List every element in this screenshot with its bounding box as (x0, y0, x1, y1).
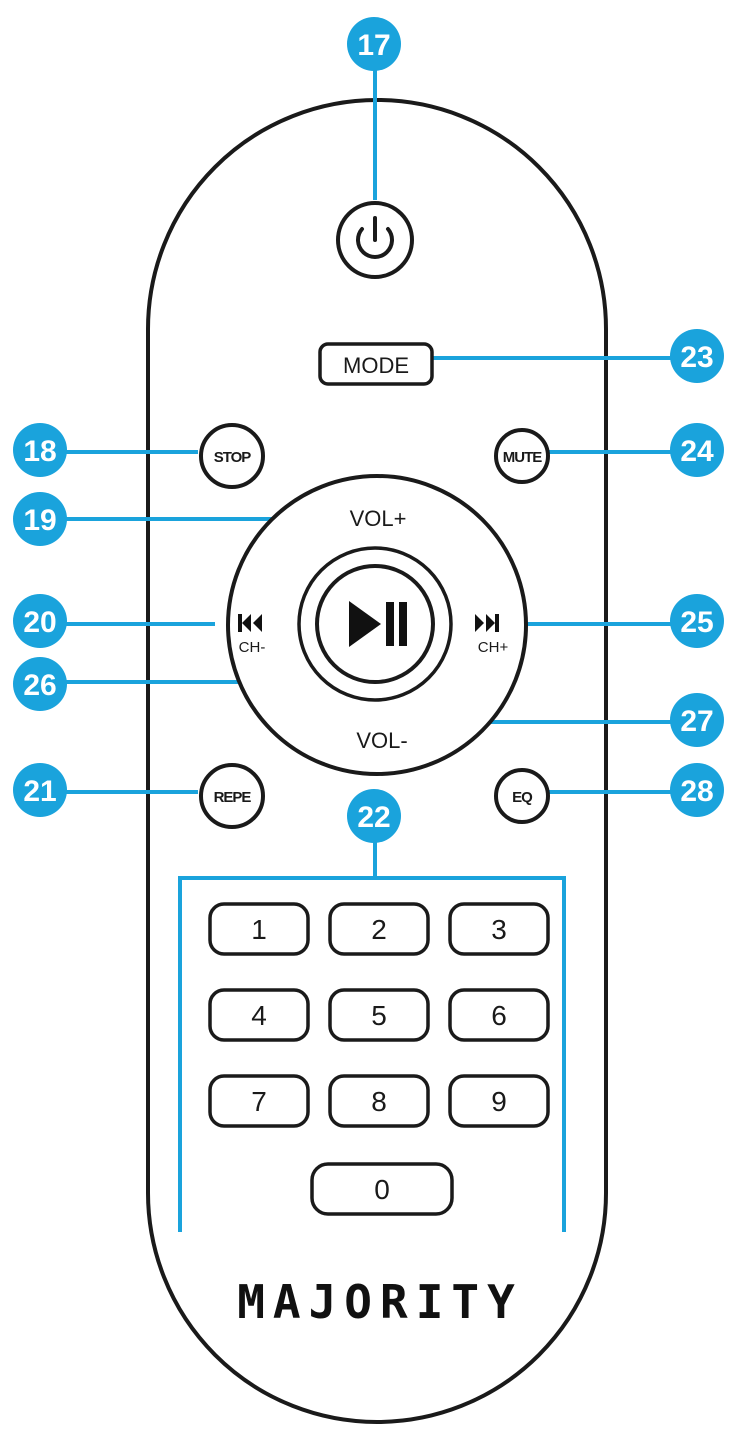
callout-25: 25 (670, 594, 724, 648)
number-key-5[interactable]: 5 (328, 988, 430, 1042)
skip-previous-icon (238, 614, 262, 632)
svg-text:2: 2 (371, 914, 387, 945)
power-icon (356, 216, 394, 259)
svg-text:21: 21 (23, 775, 56, 808)
ch-up-label: CH+ (478, 639, 509, 656)
svg-text:24: 24 (680, 435, 714, 468)
number-key-6[interactable]: 6 (448, 988, 550, 1042)
svg-text:18: 18 (23, 435, 56, 468)
svg-text:8: 8 (371, 1086, 387, 1117)
svg-text:28: 28 (680, 775, 713, 808)
svg-text:23: 23 (680, 341, 713, 374)
callout-line-22-right (375, 876, 566, 1232)
number-key-9[interactable]: 9 (448, 1074, 550, 1128)
callout-20: 20 (13, 594, 67, 648)
number-key-8[interactable]: 8 (328, 1074, 430, 1128)
svg-text:22: 22 (357, 801, 390, 834)
callout-26: 26 (13, 657, 67, 711)
repeat-label: REPE (214, 789, 252, 806)
mute-button[interactable]: MUTE (494, 428, 550, 484)
number-key-2[interactable]: 2 (328, 902, 430, 956)
svg-text:17: 17 (357, 29, 390, 62)
mute-label: MUTE (503, 449, 542, 466)
eq-label: EQ (512, 789, 533, 806)
ch-down-label: CH- (239, 639, 266, 656)
repeat-button[interactable]: REPE (199, 763, 265, 829)
svg-text:4: 4 (251, 1000, 267, 1031)
mode-label: MODE (343, 353, 409, 378)
vol-up-button[interactable]: VOL+ (350, 506, 407, 531)
number-key-4[interactable]: 4 (208, 988, 310, 1042)
play-pause-icon (349, 601, 407, 647)
next-channel-button[interactable]: CH+ (475, 614, 508, 656)
svg-text:7: 7 (251, 1086, 267, 1117)
svg-text:5: 5 (371, 1000, 387, 1031)
callout-18: 18 (13, 423, 67, 477)
callout-19: 19 (13, 492, 67, 546)
vol-down-button[interactable]: VOL- (356, 728, 407, 753)
callout-21: 21 (13, 763, 67, 817)
svg-text:27: 27 (680, 705, 713, 738)
brand-logo: MAJORITY (237, 1275, 523, 1329)
svg-text:6: 6 (491, 1000, 507, 1031)
callout-22: 22 (347, 789, 401, 843)
callout-28: 28 (670, 763, 724, 817)
svg-text:19: 19 (23, 504, 56, 537)
svg-text:9: 9 (491, 1086, 507, 1117)
power-button[interactable] (336, 201, 414, 279)
number-key-0[interactable]: 0 (310, 1162, 454, 1216)
stop-button[interactable]: STOP (199, 423, 265, 489)
svg-text:0: 0 (374, 1174, 390, 1205)
callout-line-22-left (178, 840, 377, 1232)
callout-24: 24 (670, 423, 724, 477)
stop-label: STOP (214, 449, 252, 466)
svg-text:20: 20 (23, 606, 56, 639)
play-pause-button[interactable] (297, 546, 453, 702)
number-keypad: 1 2 3 4 5 6 7 8 (208, 902, 550, 1216)
svg-text:25: 25 (680, 606, 713, 639)
callout-23: 23 (670, 329, 724, 383)
previous-channel-button[interactable]: CH- (238, 614, 265, 656)
number-key-1[interactable]: 1 (208, 902, 310, 956)
callout-27: 27 (670, 693, 724, 747)
number-key-7[interactable]: 7 (208, 1074, 310, 1128)
skip-next-icon (475, 614, 499, 632)
callout-badges: 17 18 19 20 21 22 23 24 (13, 17, 724, 843)
eq-button[interactable]: EQ (494, 768, 550, 824)
number-key-3[interactable]: 3 (448, 902, 550, 956)
svg-text:1: 1 (251, 914, 267, 945)
callout-17: 17 (347, 17, 401, 71)
svg-text:3: 3 (491, 914, 507, 945)
svg-text:26: 26 (23, 669, 56, 702)
mode-button[interactable]: MODE (318, 342, 434, 386)
